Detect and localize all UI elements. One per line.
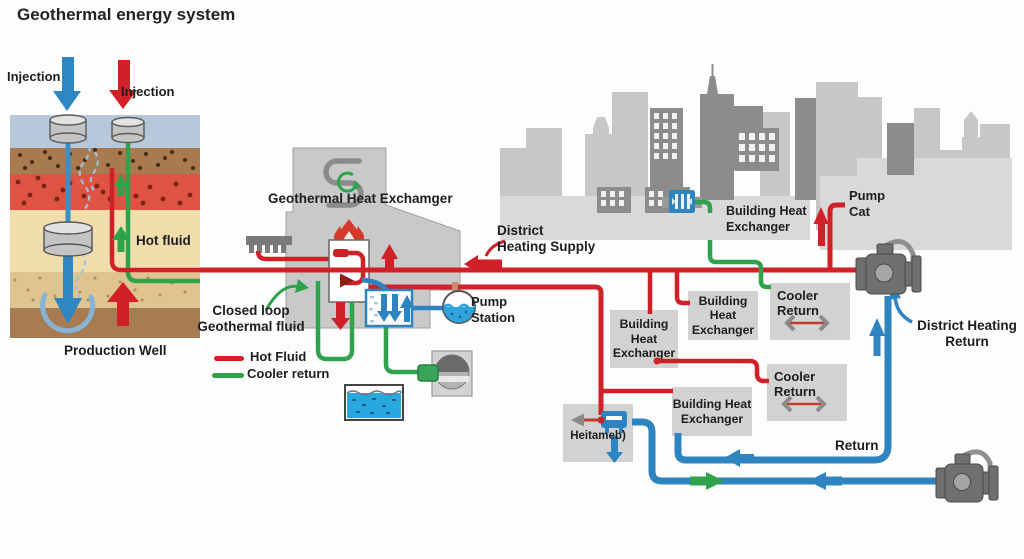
loop-pump [417,350,473,397]
return-bottom-pipe [632,418,938,485]
hx-inlet-nub [333,249,349,257]
page-title: Geothermal energy system [17,5,236,24]
pump-valve [855,239,922,295]
hot-rock-speckles [15,175,193,206]
cooler-up-arrow [112,174,130,252]
well-cap [111,116,145,144]
coil-icon [323,158,364,208]
bhx3-line2: Exchanger [680,411,744,426]
cr2-line1: Cooler [774,369,816,384]
production-well-label: Production Well [64,343,167,358]
pump-cat-line2: Cat [849,204,870,219]
closed-loop-line2: Geothermal fluid [197,318,305,334]
legend-cooler-swatch [212,373,244,378]
water-tank [344,384,404,421]
city-bhx-label: Building Heat Exchanger [726,203,807,235]
bhx2-line1: Building Heat [698,293,748,323]
pump-cat-label: Pump Cat [849,188,885,220]
pump-station-line2: Station [471,310,516,325]
building-heat-exchanger-box-2: Building Heat Exchanger [688,291,758,340]
plant-down-arrow [331,302,350,330]
pump-station-label: Pump Station [471,294,515,326]
fracture-lines [74,137,99,299]
legend-hot-swatch [214,356,244,361]
evaporator-box [364,288,414,328]
sand-speckles [13,276,187,302]
plant-up-arrow [381,244,398,271]
double-arrow-icon [784,314,830,332]
bhx1-line2: Exchanger [612,346,676,361]
district-heating-return-label: District Heating Return [912,318,1022,350]
building-windows [601,113,775,206]
radiator-icon [246,236,292,253]
hot-fluid-label: Hot fluid [136,233,191,248]
cr1-line2: Return [777,303,819,318]
injection-arrow-red [109,60,137,109]
cooler-return-box-1: Cooler Return [770,283,850,340]
soil-speckles [18,148,195,170]
production-well-arrow [54,252,82,324]
district-return-up-arrow [869,318,885,356]
bhx1-line1: Building Heat [619,317,669,346]
cr1-line1: Cooler [777,288,819,303]
well-cap [43,221,93,257]
loop-pump-pipe [383,324,420,375]
bhx1-to-cooler-return [657,358,769,384]
bhx2-line2: Exchanger [691,322,755,337]
cr2-line2: Return [774,384,816,399]
return-label: Return [835,438,879,453]
city-bhx-line2: Exchanger [726,220,790,234]
closed-loop-label: Closed loop Geothermal fluid [186,303,316,334]
plant-title: Geothermal Heat Exchamger [268,191,453,206]
district-return-pipe [674,296,892,464]
green-right-arrow [690,472,724,490]
city-skyline [500,64,1012,250]
injection-arrow-blue [53,57,81,111]
pump-cat-up-arrow [813,207,829,246]
legend-hot-label: Hot Fluid [250,349,307,364]
pump-cat-line1: Pump [849,188,886,203]
city-cooler-pipe-a [695,199,713,213]
closed-loop-line1: Closed loop [212,303,290,318]
bhx3-line1: Building Heat [672,397,752,411]
radiator-unit-icon [601,411,627,433]
well-cap [49,114,87,144]
pump-station-line1: Pump [471,294,508,309]
pipe-joint-dot [597,416,605,424]
city-bhx-line1: Building Heat [726,204,807,218]
double-arrow-icon [781,395,827,413]
cooler-return-box-2: Cooler Return [767,364,847,421]
pump-station-flask [442,282,477,324]
closed-loop-arrowhead [340,273,354,288]
city-cooler-pipe-b [707,240,771,290]
dhs-line1: District [497,223,544,238]
supply-left-arrow [464,239,506,273]
closed-loop-annotation-arrow [264,279,309,311]
building-heat-exchanger-box-1: Building Heat Exchanger [610,310,678,368]
injection-right-label: Injection [121,84,175,99]
ground-cross-section [10,57,200,338]
district-heating-supply-label: District Heating Supply [497,223,595,255]
pump-valve [935,449,999,503]
hot-fluid-ground-pipe [109,168,200,273]
legend-cooler-label: Cooler return [247,366,330,381]
hot-fluid-up-arrow [107,282,139,326]
injection-left-label: Injection [7,69,61,84]
heitameb-arrow-head [571,413,584,427]
pump-cat-riser [827,202,845,270]
return-left-arrow-upper [724,449,754,467]
hot-branch-pipe [369,284,604,415]
return-left-arrow-lower [808,472,842,490]
dhr-line1: District Heating [917,318,1017,333]
radiator-pipe [255,250,330,262]
dhr-line2: Return [945,334,989,349]
dhs-line2: Heating Supply [497,239,596,254]
well-swirl-arc [40,292,96,334]
closed-loop-u-pipe [315,281,355,362]
hot-branch-to-bhx2 [674,270,690,306]
building-heat-exchanger-box-3: Building Heat Exchanger [672,387,752,436]
heitameb-down-arrow [606,436,623,463]
heitameb-label: Heitameb) [570,430,626,442]
